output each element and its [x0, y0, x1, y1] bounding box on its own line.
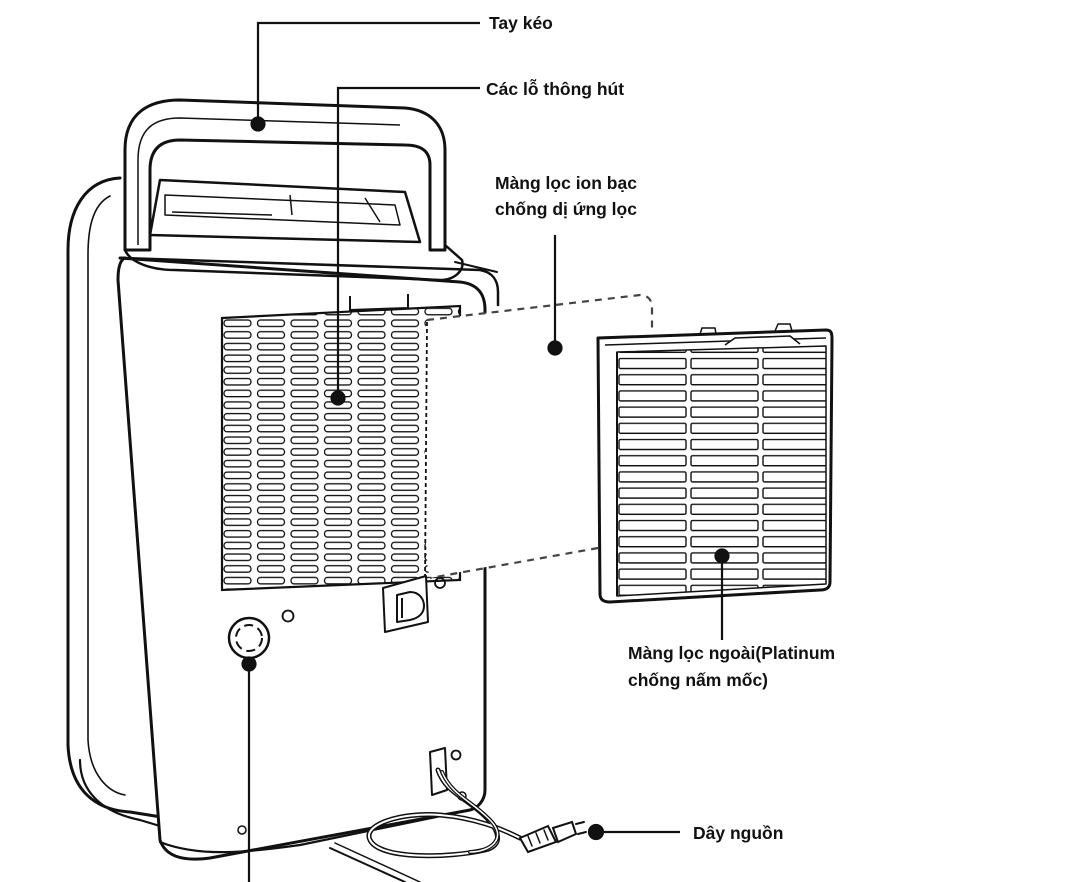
silver-filter-outline	[426, 293, 654, 580]
back-panel-details	[227, 575, 467, 835]
leader-drain-dot	[241, 656, 257, 672]
label-handle: Tay kéo	[489, 13, 553, 33]
label-outer-filter-line1: Màng lọc ngoài(Platinum	[628, 643, 836, 663]
label-outer-filter-line2: chống nấm mốc)	[628, 670, 769, 690]
outer-filter	[596, 323, 834, 604]
leader-silver-filter-dot	[547, 340, 563, 356]
label-silver-filter-line1: Màng lọc ion bạc	[495, 173, 637, 193]
leader-lines	[241, 21, 730, 882]
leader-vents	[336, 86, 480, 398]
label-power-cord: Dây nguồn	[693, 823, 784, 843]
leader-handle	[256, 21, 480, 124]
label-vents: Các lỗ thông hút	[486, 79, 625, 99]
leader-power-cord-dot	[587, 823, 605, 841]
intake-vents	[220, 294, 655, 592]
leader-vents-dot	[330, 390, 346, 406]
leader-handle-dot	[250, 116, 266, 132]
label-silver-filter-line2: chống dị ứng lọc	[495, 199, 637, 219]
power-cord	[366, 767, 587, 859]
leader-outer-filter-dot	[714, 548, 730, 564]
handle	[123, 98, 464, 282]
